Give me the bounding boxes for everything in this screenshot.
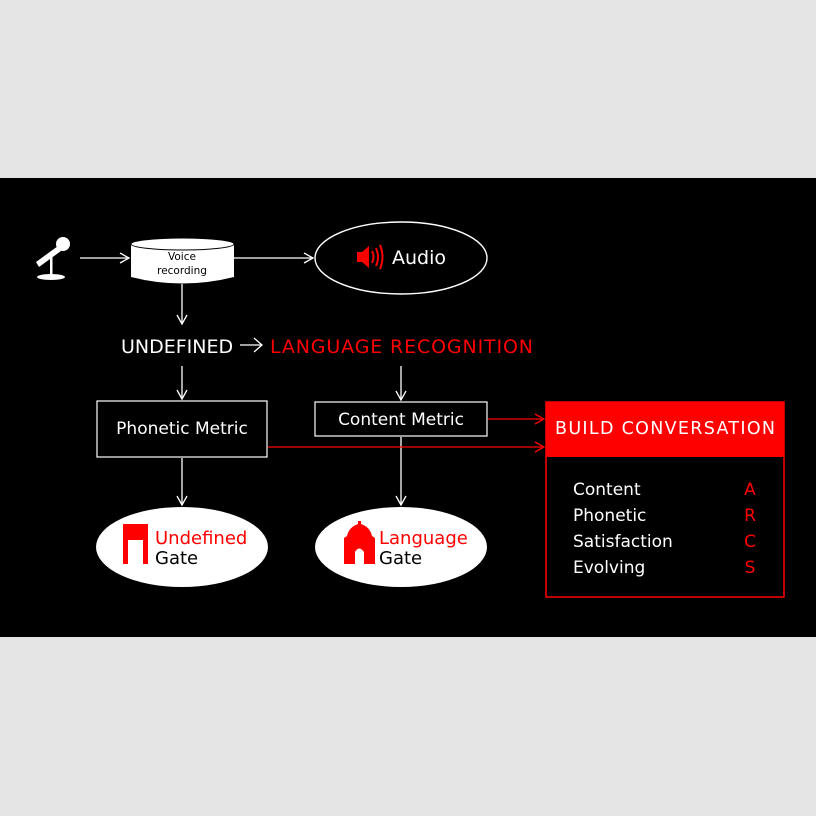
build-conversation-title: BUILD CONVERSATION [555, 419, 775, 439]
content-metric-label: Content Metric [338, 410, 464, 430]
undefined-gate-label: Undefined [155, 528, 247, 549]
item-evolving: Evolving [573, 558, 645, 578]
item-satisfaction: Satisfaction [573, 532, 673, 552]
phonetic-metric-label: Phonetic Metric [116, 419, 248, 439]
voice-recording-label-2: recording [157, 265, 207, 277]
audio-label: Audio [392, 247, 446, 269]
voice-recording-label: Voice [168, 251, 196, 263]
india-gate-icon [344, 521, 375, 564]
speaker-icon [357, 244, 384, 270]
item-content: Content [573, 480, 641, 500]
letter-c: C [744, 532, 756, 552]
audio-node: Audio [314, 221, 488, 295]
language-gate-label-2: Gate [379, 548, 422, 569]
language-recognition-label: LANGUAGE RECOGNITION [270, 336, 533, 358]
arrow-undefined-to-language [240, 337, 263, 353]
voice-recording-node: Voice recording [130, 237, 235, 284]
undefined-gate-node: Undefined Gate [96, 507, 268, 587]
letter-s: S [745, 558, 756, 578]
microphone-icon [36, 237, 70, 280]
item-phonetic: Phonetic [573, 506, 646, 526]
undefined-label: UNDEFINED [121, 336, 233, 358]
content-metric-node: Content Metric [314, 401, 488, 437]
build-conversation-node: BUILD CONVERSATION Content Phonetic Sati… [545, 401, 785, 598]
gate-icon [123, 524, 148, 564]
language-gate-node: Language Gate [315, 507, 487, 587]
phonetic-metric-node: Phonetic Metric [96, 400, 268, 458]
letter-r: R [744, 506, 756, 526]
letter-a: A [744, 480, 756, 500]
language-gate-label: Language [379, 528, 468, 549]
undefined-gate-label-2: Gate [155, 548, 198, 569]
